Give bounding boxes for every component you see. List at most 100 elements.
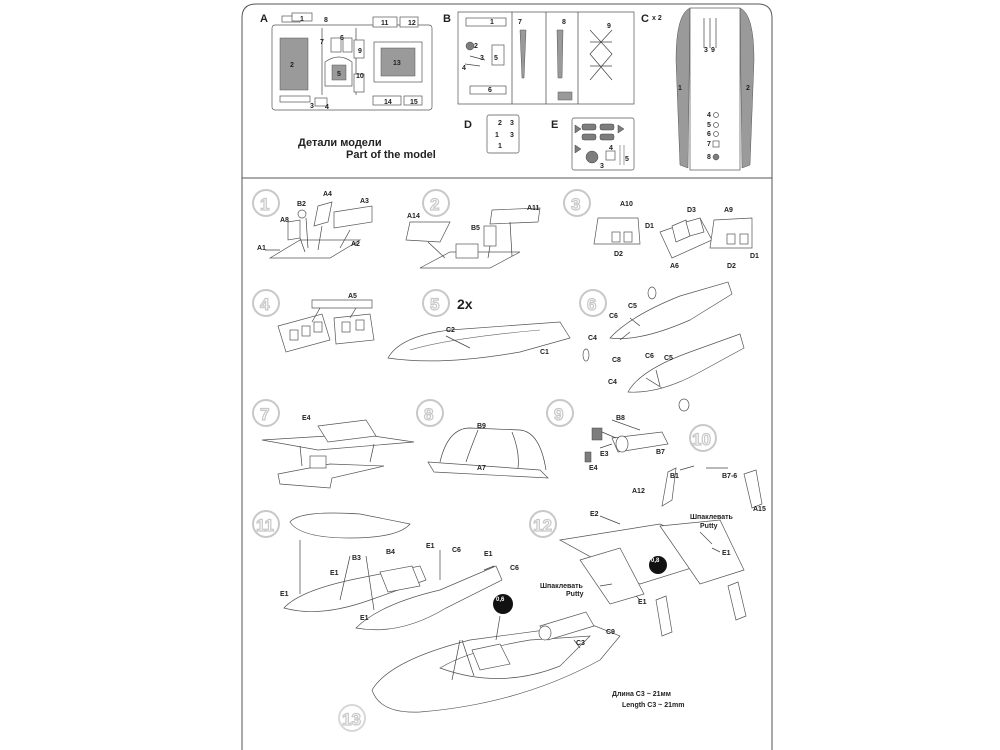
- label-c8: 8: [707, 154, 711, 161]
- s5-c2: C2: [446, 327, 455, 334]
- s11-e1-left: E1: [280, 591, 289, 598]
- s2-b5: B5: [471, 225, 480, 232]
- part-a2: [279, 37, 309, 91]
- s6-c4: C4: [588, 335, 597, 342]
- label-a12: 12: [408, 20, 416, 27]
- sprue-c-label: C: [641, 13, 649, 25]
- step-3-number: 3: [571, 195, 580, 214]
- label-a10: 10: [356, 73, 364, 80]
- s13-c3: C3: [576, 640, 585, 647]
- s13-drill-badge: 0,6: [496, 597, 505, 603]
- label-c5: 5: [707, 122, 711, 129]
- step-6: 6 C5 C6 C4 C8 C6 C5 C4: [579, 281, 745, 412]
- part-a13: [380, 47, 416, 77]
- s1-a8: A8: [280, 217, 289, 224]
- label-d3-bottom: 3: [510, 132, 514, 139]
- s12-putty-en-left: Putty: [566, 591, 584, 598]
- sprue-c-multiplier: x 2: [652, 15, 662, 22]
- sprue-c: C x 2 1 2 3 9 4 5 6 7 8: [641, 7, 755, 171]
- s1-a1: A1: [257, 245, 266, 252]
- label-a3: 3: [310, 103, 314, 110]
- label-b5: 5: [494, 55, 498, 62]
- label-c6: 6: [707, 131, 711, 138]
- sheet-border: [241, 3, 773, 750]
- s11-c6-right: C6: [510, 565, 519, 572]
- label-a13: 13: [393, 60, 401, 67]
- label-a9: 9: [358, 48, 362, 55]
- part-c2: [739, 7, 755, 169]
- step-5-number: 5: [430, 295, 439, 314]
- sprue-d-label: D: [464, 119, 472, 131]
- label-a15: 15: [410, 99, 418, 106]
- label-e3: 3: [600, 163, 604, 170]
- s9-e3: E3: [600, 451, 609, 458]
- sprue-b-label: B: [443, 13, 451, 25]
- label-a1: 1: [300, 16, 304, 23]
- label-b7: 7: [518, 19, 522, 26]
- label-b2: 2: [474, 43, 478, 50]
- label-e5: 5: [625, 156, 629, 163]
- caption-en: Part of the model: [346, 149, 436, 161]
- s9-b7: B7: [656, 449, 665, 456]
- step-10: 10 B1 B7-6 A12 A15: [632, 424, 766, 513]
- s3-d2-right: D2: [727, 263, 736, 270]
- s1-a3: A3: [360, 198, 369, 205]
- s12-e1-right: E1: [722, 550, 731, 557]
- s3-a9: A9: [724, 207, 733, 214]
- label-a14: 14: [384, 99, 392, 106]
- s11-e1-bottom: E1: [360, 615, 369, 622]
- s3-d2-left: D2: [614, 251, 623, 258]
- s6-c4-lower: C4: [608, 379, 617, 386]
- label-b8: 8: [562, 19, 566, 26]
- step-1: 1 A4 B2 A3 A8 A1 A2: [252, 189, 373, 259]
- label-c2: 2: [746, 85, 750, 92]
- s7-e4: E4: [302, 415, 311, 422]
- s12-putty-en: Putty: [700, 523, 718, 530]
- step-13: 13 0,6 C3 C9 Длина C3 ~ 21мм Length C3 ~…: [338, 594, 684, 732]
- sprue-a-label: A: [260, 13, 268, 25]
- label-c4: 4: [707, 112, 711, 119]
- s10-b1: B1: [670, 473, 679, 480]
- label-e4: 4: [609, 145, 613, 152]
- label-d1: 1: [495, 132, 499, 139]
- label-c7: 7: [707, 141, 711, 148]
- sprue-e-label: E: [551, 119, 558, 131]
- s3-d3: D3: [687, 207, 696, 214]
- s11-b3: B3: [352, 555, 361, 562]
- s5-multiplier: 2x: [457, 296, 473, 312]
- label-a5: 5: [337, 71, 341, 78]
- label-a4: 4: [325, 104, 329, 111]
- s6-c6: C6: [609, 313, 618, 320]
- step-13-number: 13: [342, 710, 361, 729]
- s2-a14: A14: [407, 213, 420, 220]
- s10-b7-6: B7-6: [722, 473, 737, 480]
- s13-c9: C9: [606, 629, 615, 636]
- label-b3: 3: [480, 55, 484, 62]
- label-b6: 6: [488, 87, 492, 94]
- step-11: 11 E1 C6 B4 B3 E1 C6 E1 E1 E1: [252, 510, 519, 631]
- s13-length-ru: Длина C3 ~ 21мм: [612, 691, 671, 698]
- label-d3-top: 3: [510, 120, 514, 127]
- s1-a4: A4: [323, 191, 332, 198]
- step-9-number: 9: [554, 405, 563, 424]
- step-3: 3 A10 D1 D3 A9 D2 A6 D2 D1: [563, 189, 759, 270]
- label-d2: 2: [498, 120, 502, 127]
- label-b9: 9: [607, 23, 611, 30]
- s3-d1-right: D1: [750, 253, 759, 260]
- s6-c6-lower: C6: [645, 353, 654, 360]
- step-7-number: 7: [260, 405, 269, 424]
- s8-a7: A7: [477, 465, 486, 472]
- s2-a11: A11: [527, 205, 540, 212]
- s9-e4: E4: [589, 465, 598, 472]
- sprue-e: E 4 5 3: [551, 117, 635, 171]
- step-11-number: 11: [256, 516, 274, 535]
- s9-b8: B8: [616, 415, 625, 422]
- s11-c6: C6: [452, 547, 461, 554]
- label-c1: 1: [678, 85, 682, 92]
- step-2: 2 A11 A14 B5: [405, 189, 541, 269]
- s1-b2: B2: [297, 201, 306, 208]
- s11-e1-mid: E1: [330, 570, 339, 577]
- s11-e1: E1: [426, 543, 435, 550]
- step-8: 8 B9 A7: [416, 399, 549, 479]
